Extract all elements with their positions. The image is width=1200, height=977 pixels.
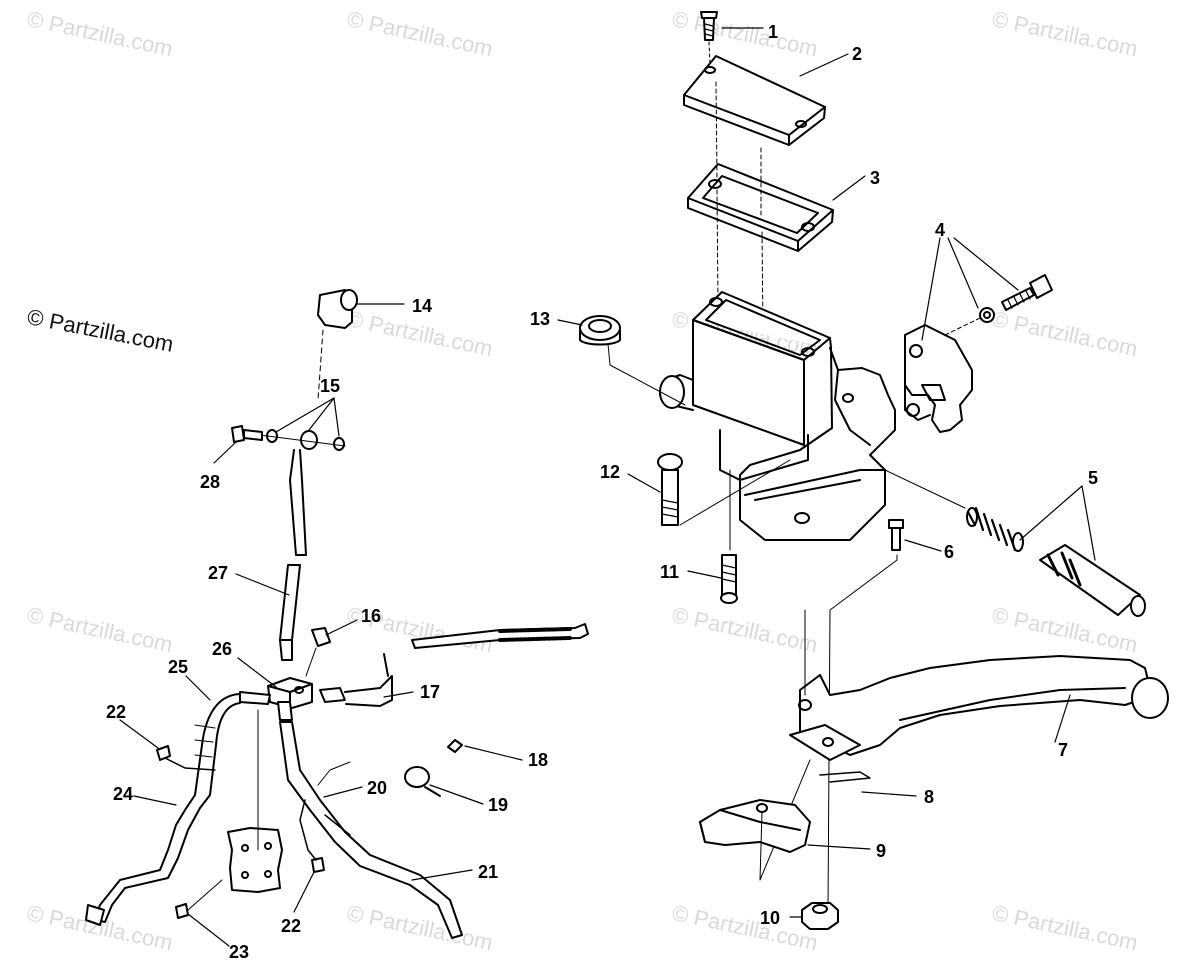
callout-1: 1 (768, 22, 778, 42)
leader-lines (119, 27, 1096, 947)
part-13-seal (579, 315, 686, 406)
bracket-plate (227, 709, 283, 893)
callout-3: 3 (870, 168, 880, 188)
callout-22-b: 22 (281, 916, 301, 936)
part-2-reservoir-cover (683, 55, 826, 146)
part-6-pivot-pin (827, 519, 904, 911)
callout-4: 4 (935, 220, 945, 240)
part-4-clamp (904, 274, 1053, 433)
part-25-hose (85, 691, 271, 926)
callout-28: 28 (200, 472, 220, 492)
callout-12: 12 (600, 462, 620, 482)
callout-2: 2 (852, 44, 862, 64)
part-20-hose (277, 701, 463, 939)
callout-17: 17 (420, 682, 440, 702)
callout-22: 22 (106, 702, 126, 722)
part-11-bolt (720, 469, 738, 604)
callout-7: 7 (1058, 740, 1068, 760)
part-7-brake-lever (789, 655, 1169, 761)
callout-24: 24 (113, 784, 133, 804)
callout-5: 5 (1088, 468, 1098, 488)
part-14-banjo (317, 289, 358, 401)
part-9-adjuster-arm (699, 799, 811, 881)
master-cylinder-body (659, 291, 896, 541)
part-1-screw (700, 11, 718, 65)
callout-8: 8 (924, 787, 934, 807)
callout-15: 15 (320, 376, 340, 396)
callout-9: 9 (876, 841, 886, 861)
part-10-nut (801, 902, 839, 930)
callout-18: 18 (528, 750, 548, 770)
callout-19: 19 (488, 795, 508, 815)
callout-6: 6 (944, 542, 954, 562)
callout-27: 27 (208, 563, 228, 583)
part-23-bolt (175, 879, 223, 919)
callout-20: 20 (367, 778, 387, 798)
callout-25: 25 (168, 657, 188, 677)
part-15-washers (243, 429, 346, 451)
callout-14: 14 (412, 296, 432, 316)
callout-16: 16 (361, 606, 381, 626)
part-19-clamp (404, 766, 441, 797)
callout-11: 11 (660, 562, 679, 582)
part-18-screw (447, 739, 463, 753)
callout-10: 10 (760, 908, 780, 928)
callout-labels: 1 2 3 4 5 6 7 8 9 10 11 12 13 14 15 16 1… (106, 22, 1098, 962)
callout-26: 26 (212, 639, 232, 659)
part-28-bolt (231, 425, 263, 443)
part-22-clip-b (299, 799, 325, 873)
callout-23: 23 (229, 942, 249, 962)
hose-upper (279, 449, 307, 661)
part-5-spring-piston (884, 469, 1146, 617)
part-17-hose (319, 623, 589, 707)
callout-21: 21 (478, 862, 498, 882)
part-16-bleeder (305, 627, 331, 677)
part-22-clip (156, 745, 216, 771)
part-12-bolt (657, 453, 791, 526)
part-8-spring (819, 771, 871, 783)
callout-13: 13 (530, 309, 550, 329)
